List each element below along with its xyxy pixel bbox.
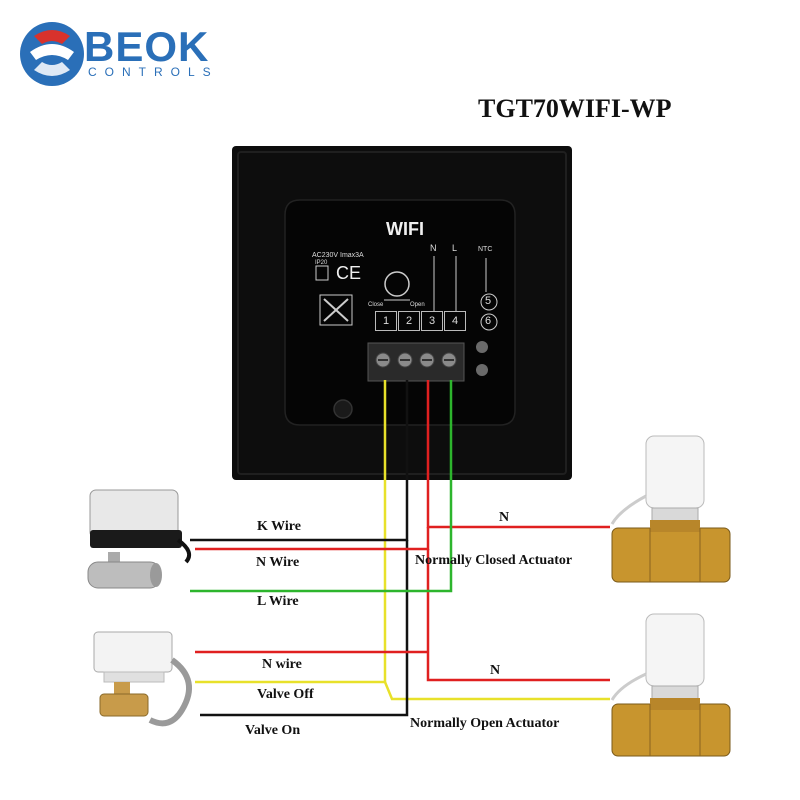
- valve-off-label: Valve Off: [257, 687, 314, 702]
- panel-power-label: AC230V: [312, 252, 339, 259]
- panel-ce-label: CE: [336, 263, 362, 283]
- l-wire-label: L Wire: [257, 594, 299, 609]
- motorized-ball-valve-icon: [87, 489, 192, 589]
- ntc-terminal-6: 6: [485, 315, 492, 327]
- panel-n-label: N: [430, 243, 437, 253]
- n-right-bottom-label: N: [490, 663, 501, 678]
- panel-close-label: Close: [368, 302, 384, 308]
- n-right-top-label: N: [499, 510, 510, 525]
- terminal-4: 4: [444, 311, 466, 331]
- beok-logo-icon: [20, 22, 84, 86]
- panel-current-label: Imax3A: [340, 252, 364, 259]
- normally-closed-actuator-icon: [610, 435, 731, 583]
- normally-open-actuator-icon: [610, 613, 731, 757]
- terminal-3: 3: [421, 311, 443, 331]
- nc-actuator-label: Normally Closed Actuator: [415, 553, 573, 568]
- n-wire-lower-label: N wire: [262, 657, 302, 672]
- brand-sub: CONTROLS: [88, 65, 219, 79]
- wire-lines: [190, 380, 610, 717]
- terminal-2: 2: [398, 311, 420, 331]
- zone-valve-actuator-icon: [93, 631, 193, 727]
- brand-name: BEOK: [84, 23, 210, 70]
- model-title: TGT70WIFI-WP: [478, 94, 672, 123]
- thermostat-back-panel: [232, 146, 572, 480]
- ntc-terminal-5: 5: [485, 295, 492, 307]
- no-actuator-label: Normally Open Actuator: [410, 716, 560, 731]
- k-wire-label: K Wire: [257, 519, 301, 534]
- panel-open-label: Open: [410, 302, 425, 308]
- panel-l-label: L: [452, 243, 458, 253]
- panel-wifi-label: WIFI: [386, 219, 424, 239]
- panel-ip-label: IP20: [315, 260, 328, 266]
- terminal-1: 1: [375, 311, 397, 331]
- valve-on-label: Valve On: [245, 723, 301, 738]
- n-wire-label: N Wire: [256, 555, 300, 570]
- panel-ntc-label: NTC: [478, 246, 493, 253]
